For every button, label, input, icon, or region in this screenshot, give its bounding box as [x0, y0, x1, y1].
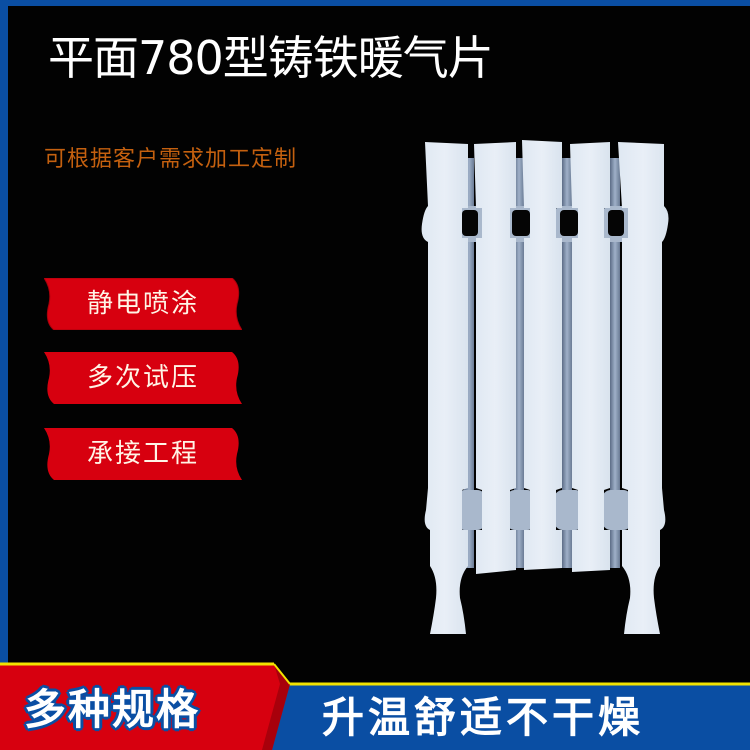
feature-badge-pressure-tested: 多次试压 [44, 352, 242, 404]
feature-badge-projects: 承接工程 [44, 428, 242, 480]
product-title: 平面780型铸铁暖气片 [48, 31, 494, 85]
top-blue-border [0, 0, 750, 6]
multiple-specs-label: 多种规格 [24, 685, 201, 734]
footer-banner [0, 650, 750, 750]
left-blue-border [0, 0, 8, 750]
radiator-product-image [420, 138, 670, 642]
feature-label: 多次试压 [86, 363, 199, 393]
feature-label: 承接工程 [86, 439, 199, 469]
ribbon-badge-shape-icon [44, 428, 242, 480]
ribbon-badge-shape-icon [44, 352, 242, 404]
feature-label: 静电喷涂 [86, 289, 199, 319]
ribbon-badge-shape-icon [44, 278, 242, 330]
comfort-heating-label: 升温舒适不干燥 [322, 693, 645, 742]
customization-note: 可根据客户需求加工定制 [44, 147, 298, 172]
cast-iron-radiator-icon [421, 140, 669, 634]
feature-badge-electrostatic-spray: 静电喷涂 [44, 278, 242, 330]
banner-shapes-icon [0, 662, 750, 750]
